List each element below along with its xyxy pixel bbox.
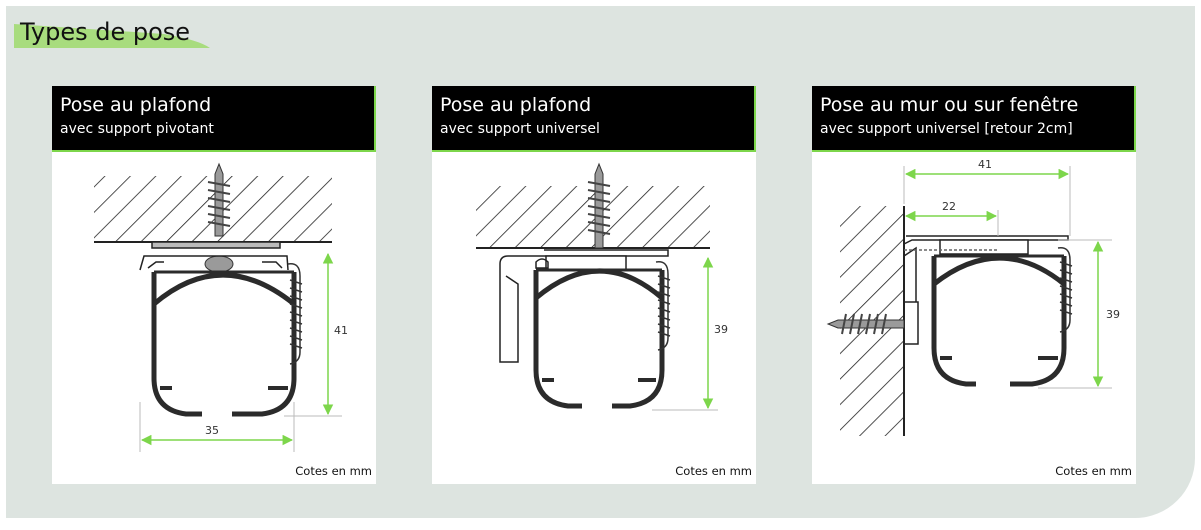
card-header: Pose au plafond avec support universel	[432, 86, 756, 152]
dimension-height-label: 41	[334, 324, 348, 337]
mounting-plate	[139, 241, 289, 271]
dimension-height-label: 39	[1106, 308, 1120, 321]
rail-profile	[533, 268, 665, 409]
spring-icon	[655, 261, 671, 351]
card-subtitle: avec support universel	[440, 121, 600, 137]
units-note: Cotes en mm	[1055, 464, 1132, 478]
card-ceiling-pivot: Pose au plafond avec support pivotant	[52, 86, 376, 484]
card-ceiling-universal: Pose au plafond avec support universel	[432, 86, 756, 484]
width-dimension-line	[139, 402, 295, 452]
spring-icon	[287, 263, 303, 365]
card-title: Pose au plafond	[440, 94, 592, 116]
card-subtitle: avec support universel [retour 2cm]	[820, 121, 1073, 137]
spring-icon	[1057, 247, 1073, 333]
wall-universal-diagram: 41 22 39	[826, 158, 1120, 436]
dimension-width-label: 41	[978, 158, 992, 171]
screw-icon	[587, 162, 611, 249]
units-note: Cotes en mm	[675, 464, 752, 478]
ceiling-universal-diagram: 39	[476, 162, 728, 411]
section-title: Types de pose	[14, 16, 214, 50]
width-dimension-line	[903, 166, 1071, 236]
ceiling-hatch	[476, 186, 710, 249]
title-swash-decoration	[14, 24, 210, 48]
rail-profile	[151, 270, 297, 417]
card-header: Pose au plafond avec support pivotant	[52, 86, 376, 152]
dimension-height-label: 39	[714, 323, 728, 336]
ceiling-pivot-diagram: 41 35	[94, 162, 348, 452]
screw-icon	[826, 313, 905, 335]
card-wall-window-universal: Pose au mur ou sur fenêtre avec support …	[812, 86, 1136, 484]
page-title: Types de pose	[20, 18, 191, 46]
card-header: Pose au mur ou sur fenêtre avec support …	[812, 86, 1136, 152]
return-dimension-line	[904, 210, 999, 236]
wall-bracket	[903, 235, 1069, 345]
card-title: Pose au plafond	[60, 94, 212, 116]
dimension-return-label: 22	[942, 200, 956, 213]
height-dimension-line	[652, 256, 718, 411]
rail-profile	[931, 254, 1067, 387]
universal-bracket	[499, 249, 669, 363]
ceiling-hatch	[94, 176, 332, 243]
units-note: Cotes en mm	[295, 464, 372, 478]
card-subtitle: avec support pivotant	[60, 121, 214, 137]
dimension-width-label: 35	[205, 424, 219, 437]
card-title: Pose au mur ou sur fenêtre	[820, 94, 1079, 116]
height-dimension-line	[1038, 239, 1112, 389]
